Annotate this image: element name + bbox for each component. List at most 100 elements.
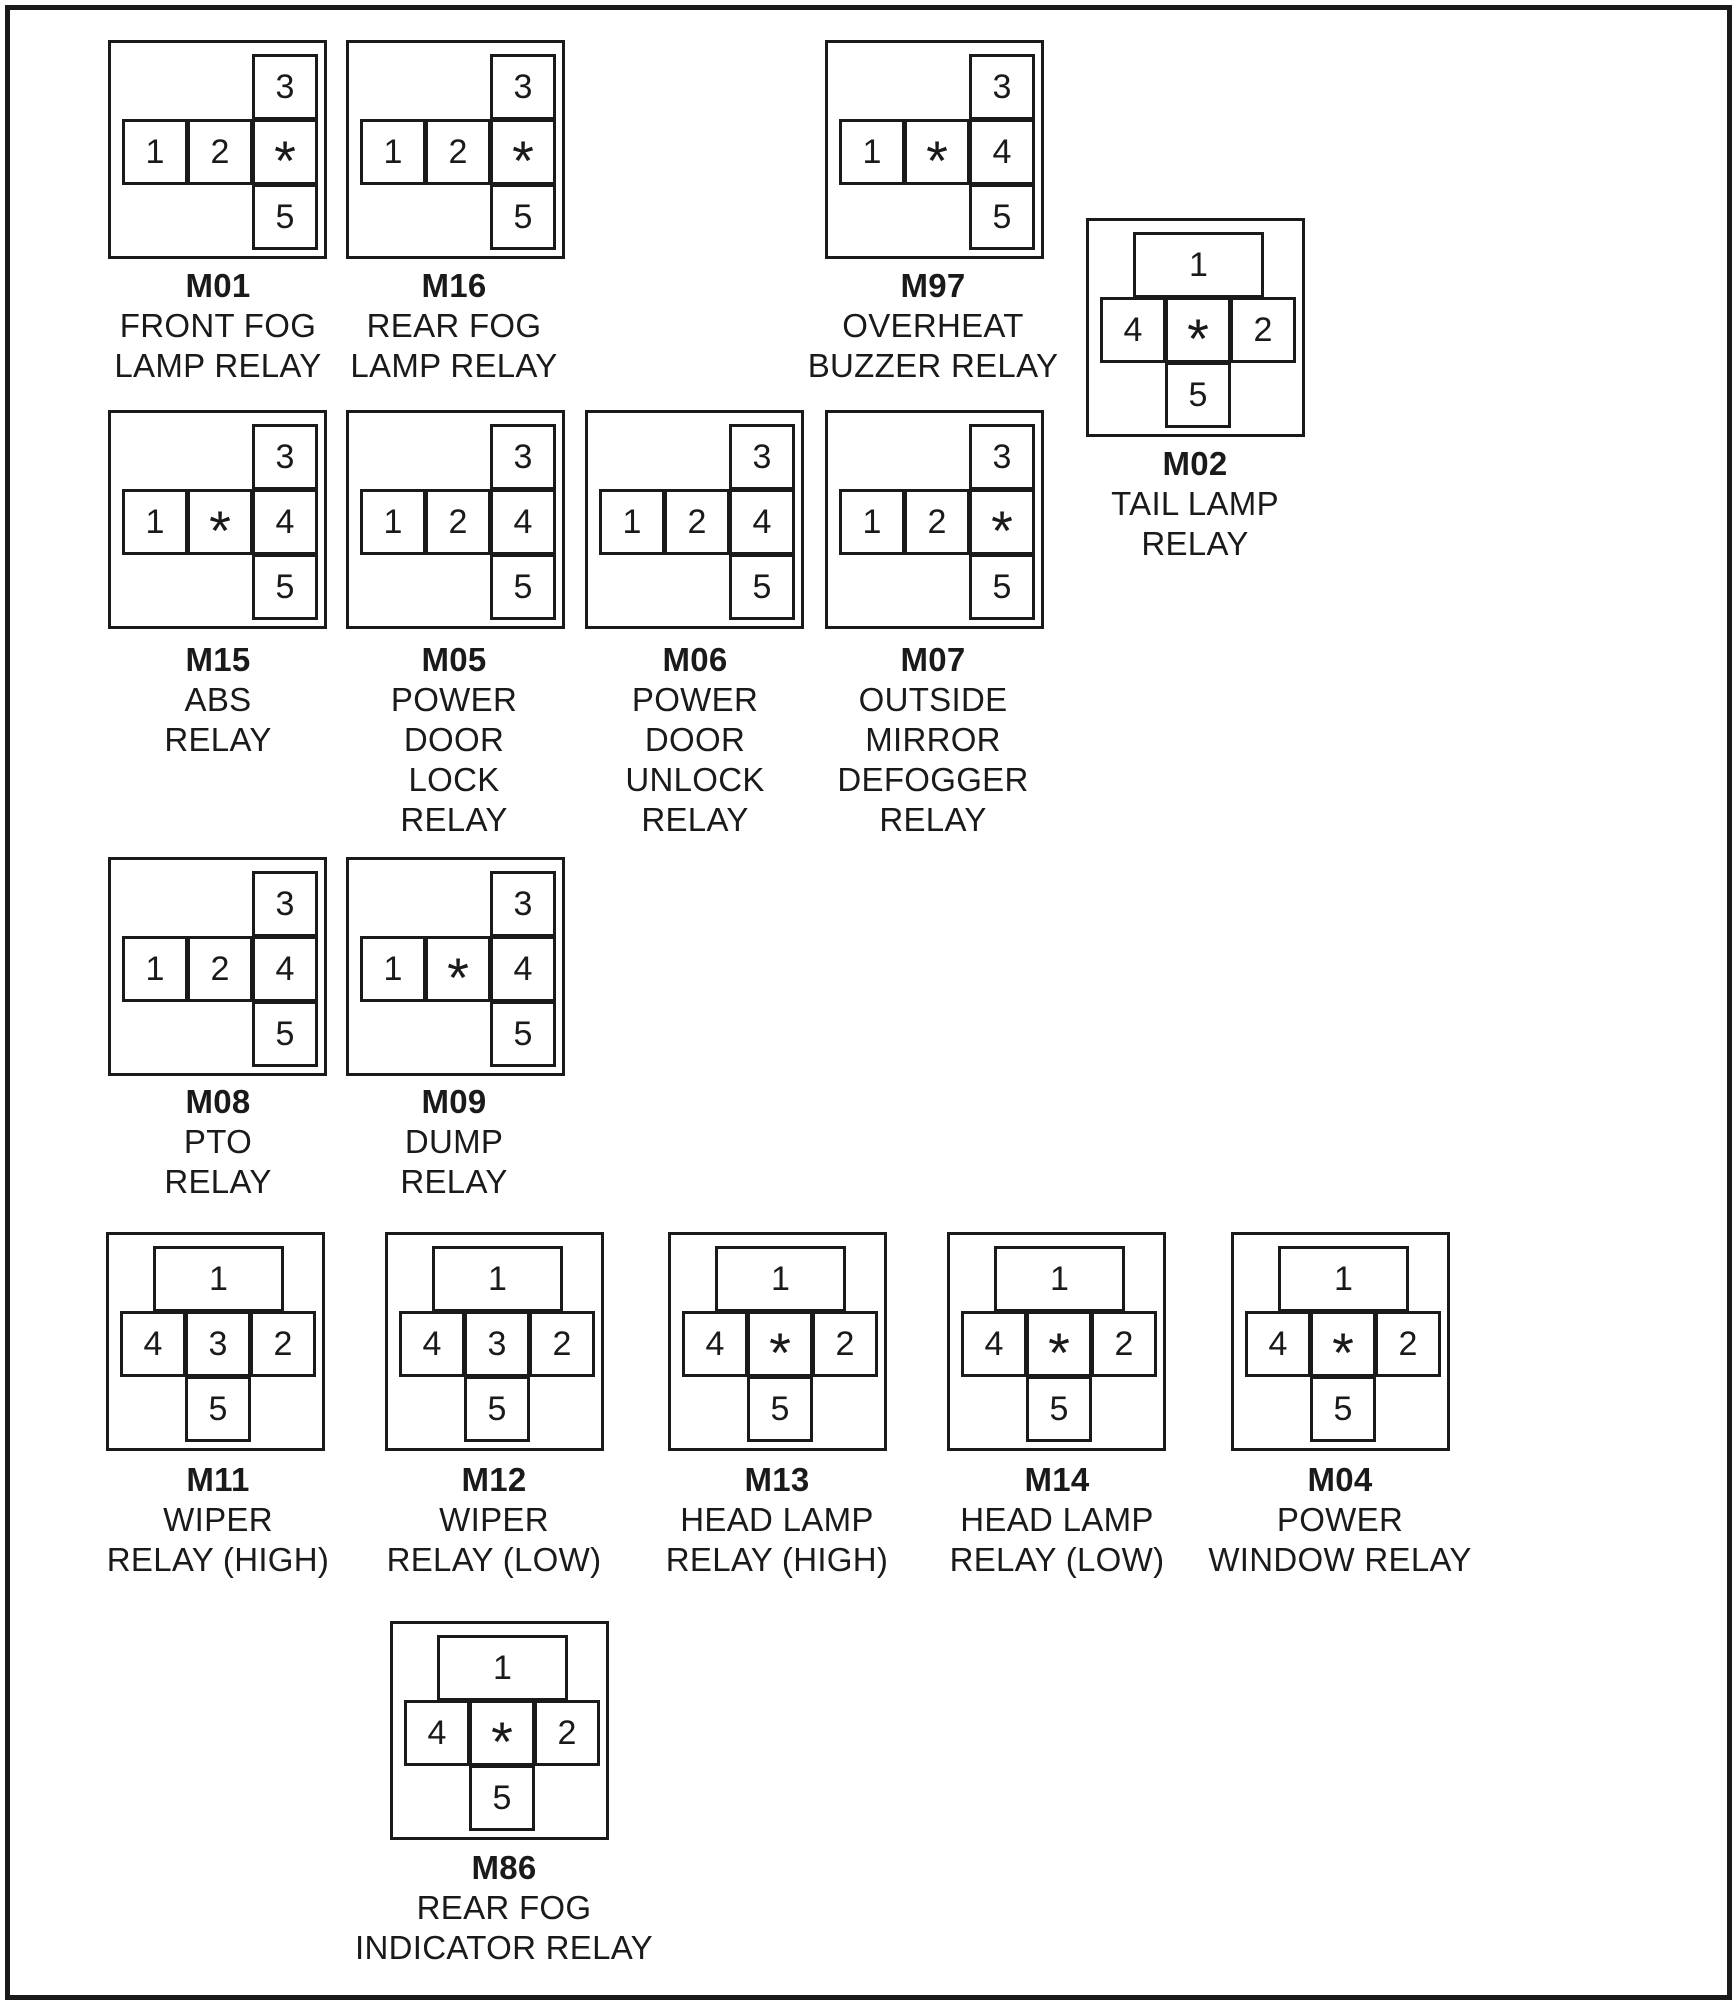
pin-right: 2	[1230, 297, 1296, 363]
pin-top: 3	[252, 424, 318, 490]
pin-top: 3	[490, 424, 556, 490]
pin-mid: *	[425, 936, 491, 1006]
pin-top: 1	[432, 1246, 563, 1312]
pin-mid: 3	[185, 1311, 251, 1377]
pin-bottom: 5	[747, 1376, 813, 1442]
pin-bottom: 5	[469, 1765, 535, 1831]
relay-code: M15	[185, 641, 251, 678]
relay-name-line: TAIL LAMP	[1111, 485, 1279, 522]
pin-bottom: 5	[252, 184, 318, 250]
pin-left: 1	[839, 119, 905, 185]
relay-name-line: WIPER	[163, 1501, 273, 1538]
pin-bottom: 5	[490, 1001, 556, 1067]
relay-name-line: FRONT FOG	[119, 307, 317, 344]
pin-right: 2	[250, 1311, 316, 1377]
pin-bottom: 5	[969, 184, 1035, 250]
relay-name-line: DEFOGGER	[837, 761, 1029, 798]
pin-top: 1	[1278, 1246, 1409, 1312]
pin-mid: *	[904, 119, 970, 189]
relay-name-line: POWER	[1276, 1501, 1404, 1538]
relay-name-line: RELAY (HIGH)	[665, 1541, 889, 1578]
pin-mid: 2	[904, 489, 970, 555]
pin-mid: *	[1026, 1311, 1092, 1381]
relay-name-line: RELAY (LOW)	[386, 1541, 602, 1578]
relay-name-line: OUTSIDE	[858, 681, 1008, 718]
pin-mid: 2	[425, 489, 491, 555]
relay-code: M05	[421, 641, 487, 678]
relay-code: M07	[900, 641, 966, 678]
relay-code: M04	[1307, 1461, 1373, 1498]
relay-name-line: RELAY (LOW)	[949, 1541, 1165, 1578]
pin-left: 1	[122, 936, 188, 1002]
pin-right: *	[969, 489, 1035, 559]
relay-code: M97	[900, 267, 966, 304]
pin-bottom: 5	[729, 554, 795, 620]
pin-bottom: 5	[185, 1376, 251, 1442]
pin-top: 3	[252, 54, 318, 120]
pin-bottom: 5	[252, 554, 318, 620]
relay-name-line: RELAY	[879, 801, 987, 838]
relay-name-line: LAMP RELAY	[350, 347, 558, 384]
pin-mid: 2	[187, 119, 253, 185]
pin-right: 4	[252, 936, 318, 1002]
pin-left: 1	[599, 489, 665, 555]
pin-mid: 2	[425, 119, 491, 185]
relay-name-line: DOOR	[644, 721, 746, 758]
pin-bottom: 5	[969, 554, 1035, 620]
relay-name-line: RELAY	[164, 1163, 272, 1200]
pin-top: 1	[994, 1246, 1125, 1312]
relay-code: M12	[461, 1461, 527, 1498]
pin-right: *	[252, 119, 318, 189]
relay-name-line: POWER	[631, 681, 759, 718]
pin-mid: *	[469, 1700, 535, 1770]
pin-right: 4	[729, 489, 795, 555]
relay-name-line: PTO	[183, 1123, 253, 1160]
relay-name-line: UNLOCK	[625, 761, 765, 798]
relay-code: M02	[1162, 445, 1228, 482]
relay-name-line: OVERHEAT	[842, 307, 1024, 344]
relay-code: M09	[421, 1083, 487, 1120]
pin-left: 4	[1245, 1311, 1311, 1377]
pin-right: 2	[1091, 1311, 1157, 1377]
diagram-frame	[5, 5, 1732, 2000]
pin-left: 4	[399, 1311, 465, 1377]
relay-name-line: RELAY	[400, 1163, 508, 1200]
pin-left: 4	[682, 1311, 748, 1377]
pin-right: 2	[529, 1311, 595, 1377]
pin-bottom: 5	[1026, 1376, 1092, 1442]
relay-name-line: REAR FOG	[416, 1889, 592, 1926]
pin-mid: *	[1310, 1311, 1376, 1381]
relay-code: M08	[185, 1083, 251, 1120]
relay-name-line: MIRROR	[865, 721, 1001, 758]
pin-mid: *	[747, 1311, 813, 1381]
relay-name-line: HEAD LAMP	[680, 1501, 874, 1538]
relay-name-line: RELAY	[400, 801, 508, 838]
relay-code: M01	[185, 267, 251, 304]
relay-name-line: HEAD LAMP	[960, 1501, 1154, 1538]
relay-name-line: REAR FOG	[366, 307, 542, 344]
relay-name-line: LOCK	[408, 761, 500, 798]
pin-left: 1	[122, 489, 188, 555]
pin-mid: 2	[187, 936, 253, 1002]
